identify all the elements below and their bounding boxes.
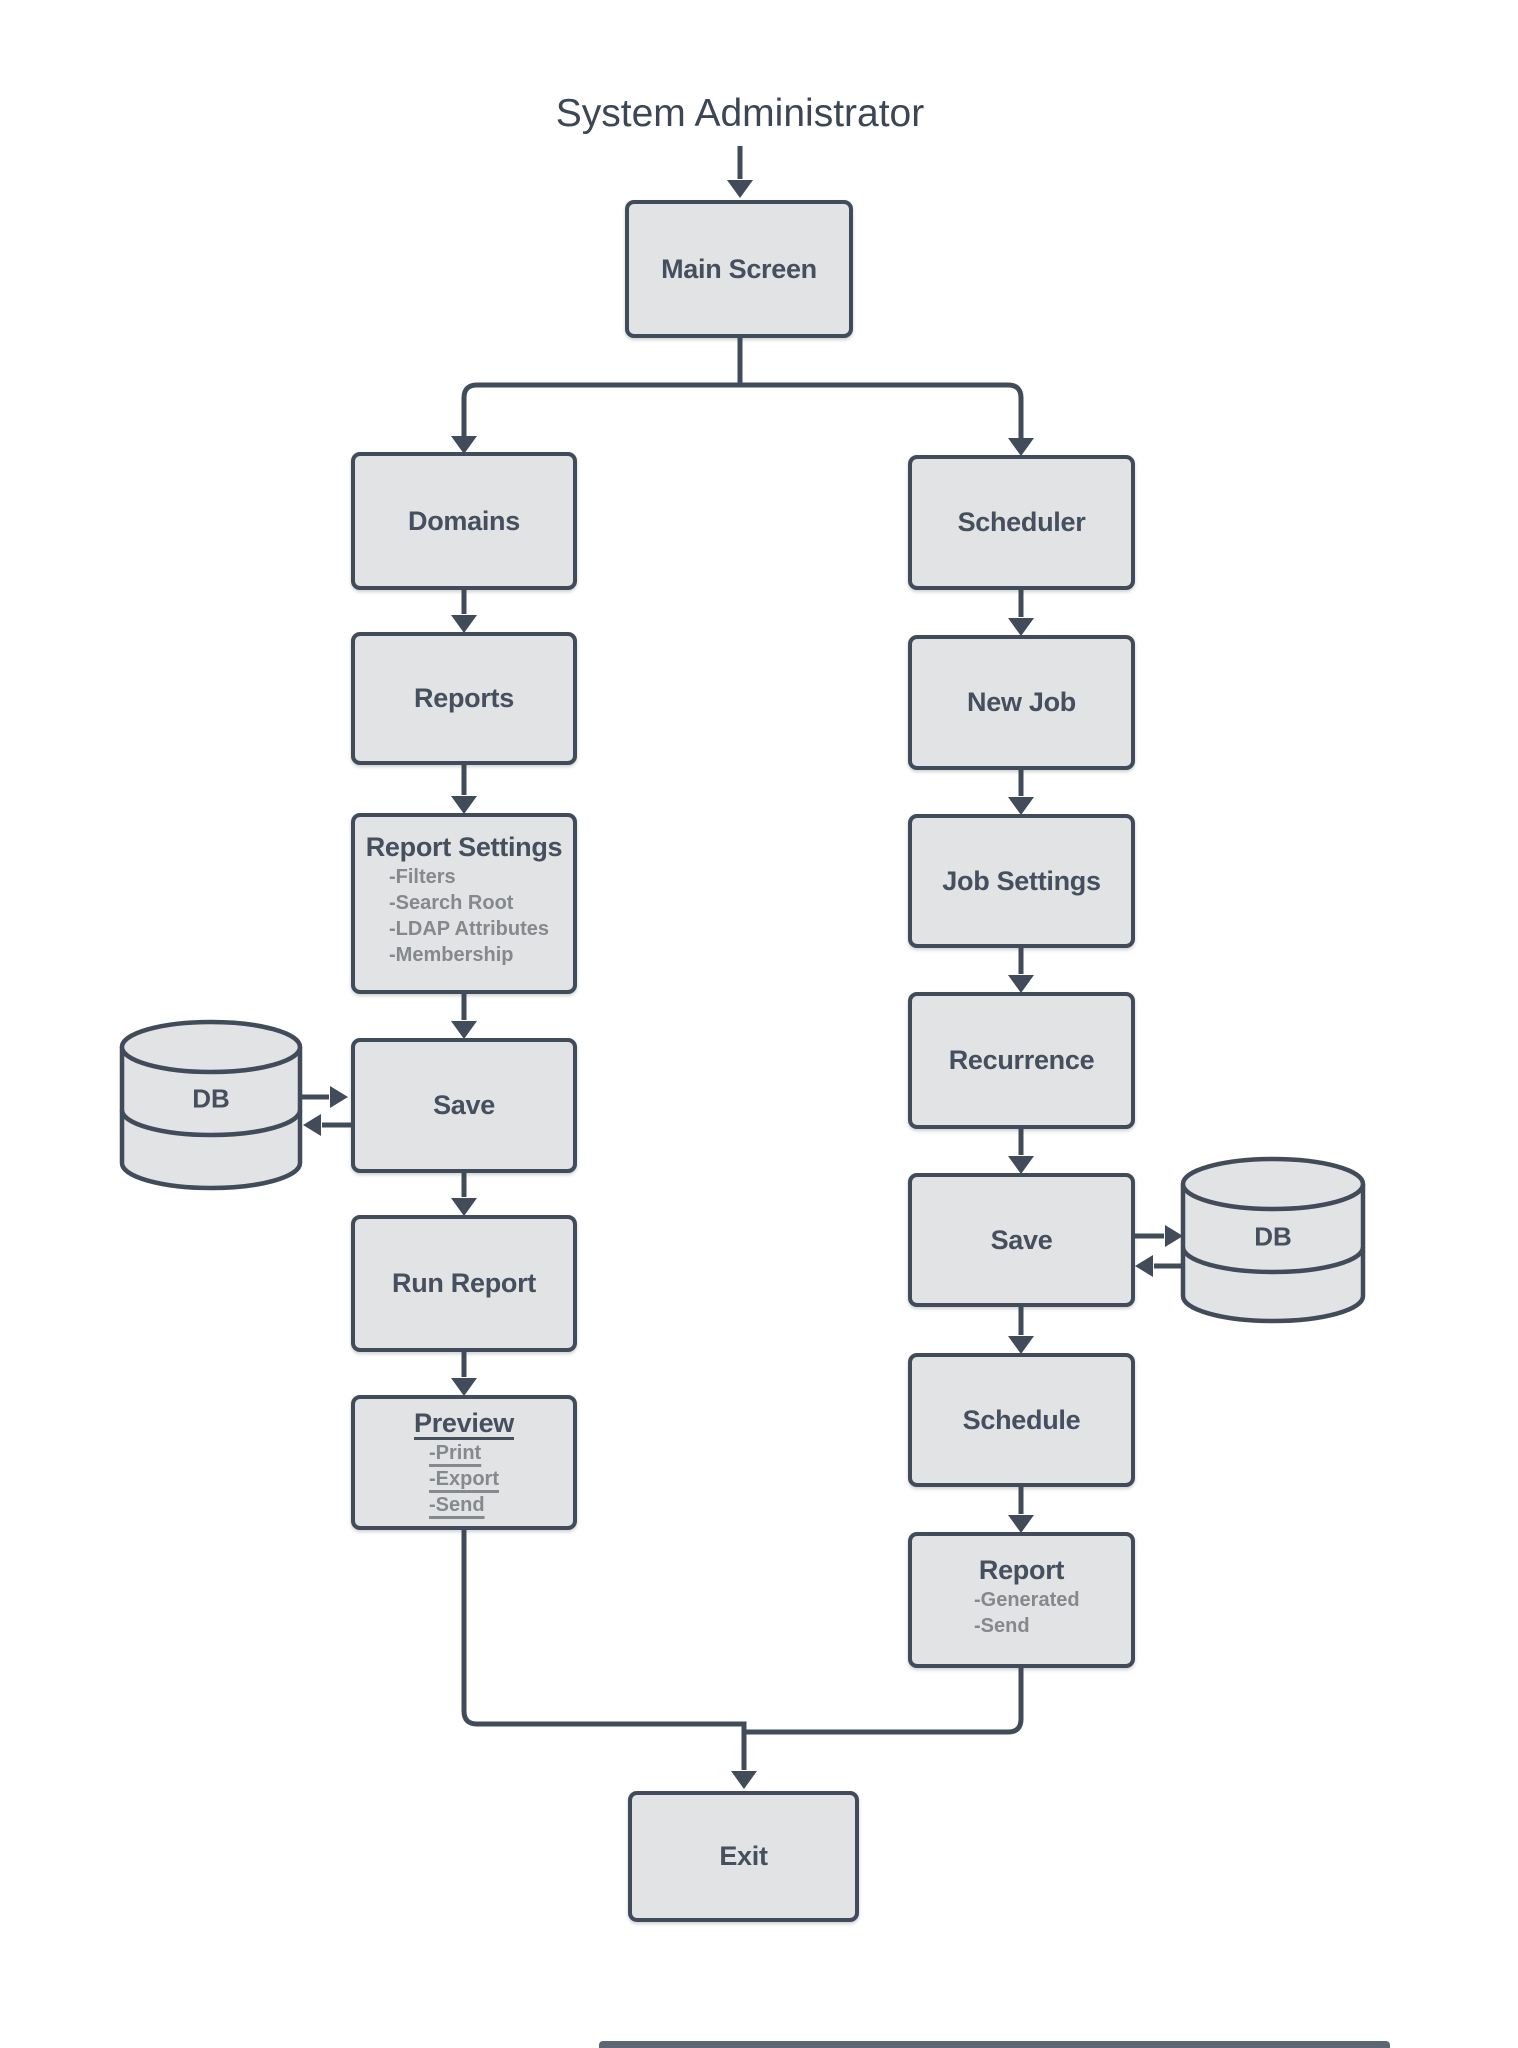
node-exit-label: Exit xyxy=(719,1841,768,1871)
node-run-report: Run Report xyxy=(351,1215,577,1352)
node-main-screen: Main Screen xyxy=(625,200,853,338)
arrow-reports-to-report-settings xyxy=(451,765,477,814)
arrow-save-to-run-report xyxy=(451,1173,477,1216)
report-item: -Generated xyxy=(974,1589,1080,1611)
db-cylinder-right xyxy=(1180,1156,1366,1324)
node-recurrence: Recurrence xyxy=(908,992,1135,1129)
arrow-schedule-to-report xyxy=(1008,1487,1034,1533)
db-label-right: DB xyxy=(1254,1221,1292,1252)
node-job-settings: Job Settings xyxy=(908,814,1135,948)
report-settings-items: -Filters -Search Root -LDAP Attributes -… xyxy=(389,864,573,968)
node-schedule-label: Schedule xyxy=(962,1404,1081,1435)
preview-items: -Print -Export -Send xyxy=(429,1440,499,1518)
branch-main-to-domains-scheduler xyxy=(451,338,1034,456)
node-domains: Domains xyxy=(351,452,577,590)
db-cylinder-left xyxy=(119,1019,303,1191)
preview-item: -Export xyxy=(429,1468,499,1490)
arrow-scheduler-to-new-job xyxy=(1008,590,1034,636)
node-report-settings: Report Settings -Filters -Search Root -L… xyxy=(351,813,577,994)
arrow-save-to-db-left xyxy=(303,1114,351,1136)
connector-preview-to-exit xyxy=(461,1530,757,1789)
preview-item: -Send xyxy=(429,1494,485,1516)
arrow-db-to-save-left xyxy=(300,1086,348,1108)
arrow-recurrence-to-save xyxy=(1008,1129,1034,1174)
node-report-label: Report xyxy=(978,1555,1065,1585)
report-settings-item: -Search Root xyxy=(389,892,514,914)
node-reports-label: Reports xyxy=(414,683,514,713)
node-main-screen-label: Main Screen xyxy=(661,253,817,284)
node-run-report-label: Run Report xyxy=(392,1268,536,1298)
node-reports: Reports xyxy=(351,632,577,765)
report-item: -Send xyxy=(974,1615,1030,1637)
connector-report-to-exit xyxy=(742,1668,1024,1735)
node-report: Report -Generated -Send xyxy=(908,1532,1135,1668)
node-recurrence-label: Recurrence xyxy=(948,1045,1095,1075)
node-schedule: Schedule xyxy=(908,1353,1135,1487)
cropped-bottom-element xyxy=(599,2041,1390,2048)
node-new-job: New Job xyxy=(908,635,1135,770)
arrow-domains-to-reports xyxy=(451,590,477,633)
preview-item: -Print xyxy=(429,1442,482,1464)
arrow-db-to-save-right xyxy=(1135,1255,1183,1277)
node-new-job-label: New Job xyxy=(967,687,1076,717)
report-settings-item: -LDAP Attributes xyxy=(389,918,549,940)
node-save-left: Save xyxy=(351,1038,577,1173)
arrow-job-settings-to-recurrence xyxy=(1008,948,1034,993)
node-save-left-label: Save xyxy=(433,1090,495,1120)
node-preview: Preview -Print -Export -Send xyxy=(351,1395,577,1530)
page-title: System Administrator xyxy=(555,92,925,135)
node-save-right-label: Save xyxy=(990,1224,1053,1255)
report-settings-item: -Membership xyxy=(389,944,514,966)
arrow-new-job-to-job-settings xyxy=(1008,770,1034,815)
arrow-title-to-main-screen xyxy=(727,146,753,198)
arrow-run-report-to-preview xyxy=(451,1352,477,1396)
node-exit: Exit xyxy=(628,1791,859,1922)
node-report-settings-label: Report Settings xyxy=(365,832,563,862)
node-save-right: Save xyxy=(908,1173,1135,1307)
report-items: -Generated -Send xyxy=(974,1587,1131,1639)
report-settings-item: -Filters xyxy=(389,866,456,888)
node-preview-label: Preview xyxy=(414,1408,514,1438)
node-scheduler-label: Scheduler xyxy=(957,507,1086,537)
arrow-report-settings-to-save xyxy=(451,994,477,1039)
node-domains-label: Domains xyxy=(408,505,520,536)
node-job-settings-label: Job Settings xyxy=(942,865,1101,896)
node-scheduler: Scheduler xyxy=(908,455,1135,590)
db-label-left: DB xyxy=(192,1083,230,1114)
arrow-save-to-schedule xyxy=(1008,1307,1034,1354)
arrow-save-to-db-right xyxy=(1135,1225,1183,1247)
